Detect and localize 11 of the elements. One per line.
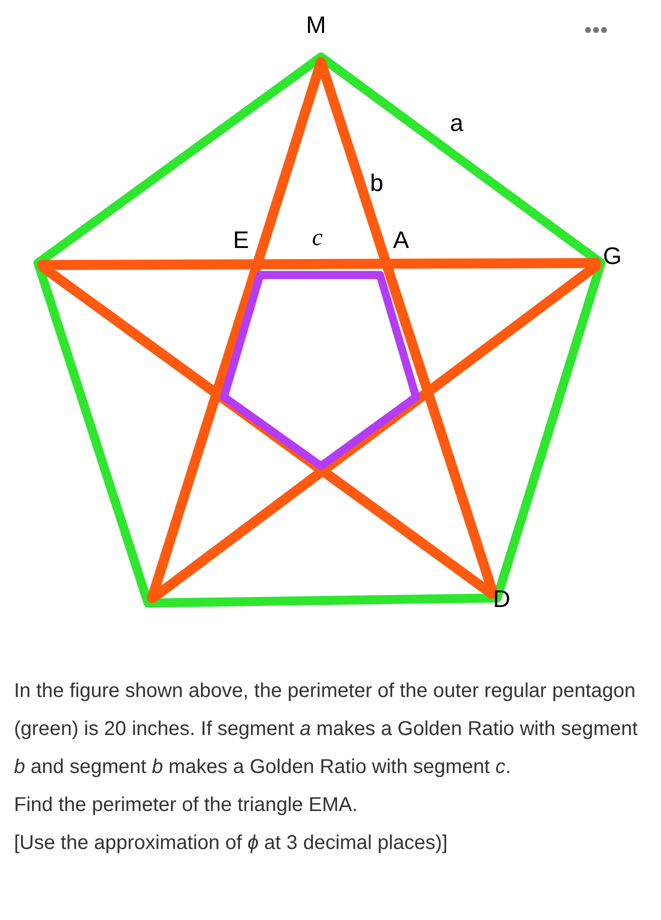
- point-label: A: [393, 229, 410, 253]
- point-label: E: [233, 229, 250, 253]
- point-label: M: [306, 14, 326, 38]
- point-label: D: [493, 588, 510, 612]
- problem-text: [Use the approximation of ϕ at 3 decimal places)]: [14, 831, 449, 856]
- point-label: a: [450, 112, 464, 136]
- point-label: G: [603, 245, 622, 269]
- problem-text: Find the perimeter of the triangle EMA.: [14, 793, 358, 818]
- point-label: b: [370, 172, 384, 196]
- point-label: c: [312, 226, 323, 250]
- problem-text: In the figure shown above, the perimeter of the outer regular pentagon (green) is 20 inches. If segment a makes a Golden Ratio with segment b and segment b makes a Golden Ratio with segment c.: [14, 679, 639, 780]
